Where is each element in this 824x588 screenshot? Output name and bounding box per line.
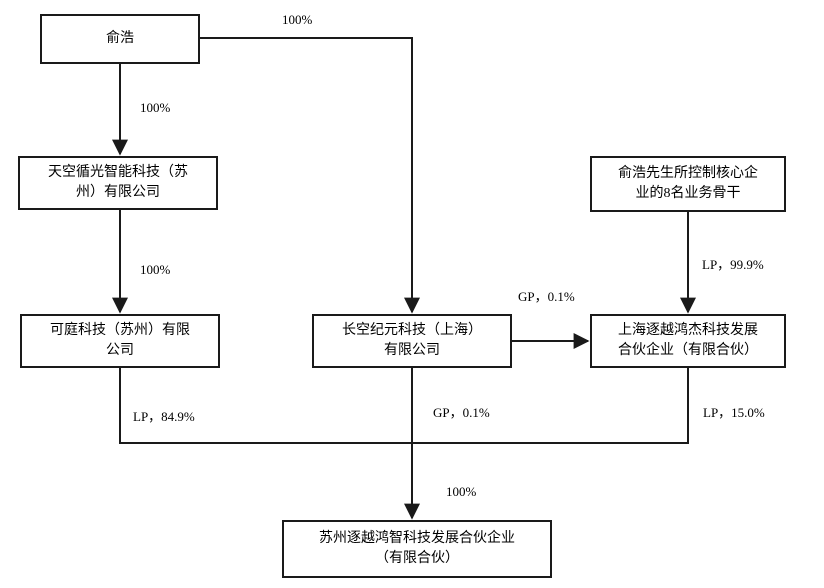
node-tiankong: 天空循光智能科技（苏 州）有限公司 xyxy=(18,156,218,210)
node-keting-text: 可庭科技（苏州）有限 公司 xyxy=(50,323,190,358)
node-tiankong-text: 天空循光智能科技（苏 州）有限公司 xyxy=(48,165,188,200)
label-keting-suzhou: LP，84.9% xyxy=(133,409,195,424)
node-keting: 可庭科技（苏州）有限 公司 xyxy=(20,314,220,368)
label-changkong-shanghai: GP，0.1% xyxy=(518,289,575,304)
label-shanghai-suzhou: LP，15.0% xyxy=(703,405,765,420)
node-changkong-text: 长空纪元科技（上海） 有限公司 xyxy=(342,323,482,358)
node-core-staff: 俞浩先生所控制核心企 业的8名业务骨干 xyxy=(590,156,786,212)
label-changkong-suzhou: GP，0.1% xyxy=(433,405,490,420)
label-merge-suzhou: 100% xyxy=(446,484,477,499)
edge-yuhao-changkong xyxy=(200,37,420,314)
node-suzhou-text: 苏州逐越鸿智科技发展合伙企业 （有限合伙） xyxy=(319,531,515,566)
node-changkong: 长空纪元科技（上海） 有限公司 xyxy=(312,314,512,368)
edge-keting-merge xyxy=(119,368,412,444)
label-tiankong-keting: 100% xyxy=(140,262,171,277)
node-shanghai-text: 上海逐越鸿杰科技发展 合伙企业（有限合伙） xyxy=(618,323,758,358)
label-yuhao-changkong: 100% xyxy=(282,12,313,27)
node-core-staff-text: 俞浩先生所控制核心企 业的8名业务骨干 xyxy=(618,166,758,201)
node-suzhou: 苏州逐越鸿智科技发展合伙企业 （有限合伙） xyxy=(282,520,552,578)
label-yuhao-tiankong: 100% xyxy=(140,100,171,115)
node-yuhao: 俞浩 xyxy=(40,14,200,64)
node-shanghai: 上海逐越鸿杰科技发展 合伙企业（有限合伙） xyxy=(590,314,786,368)
label-core-shanghai: LP，99.9% xyxy=(702,257,764,272)
edge-shanghai-merge xyxy=(412,368,689,444)
node-yuhao-text: 俞浩 xyxy=(106,31,134,46)
